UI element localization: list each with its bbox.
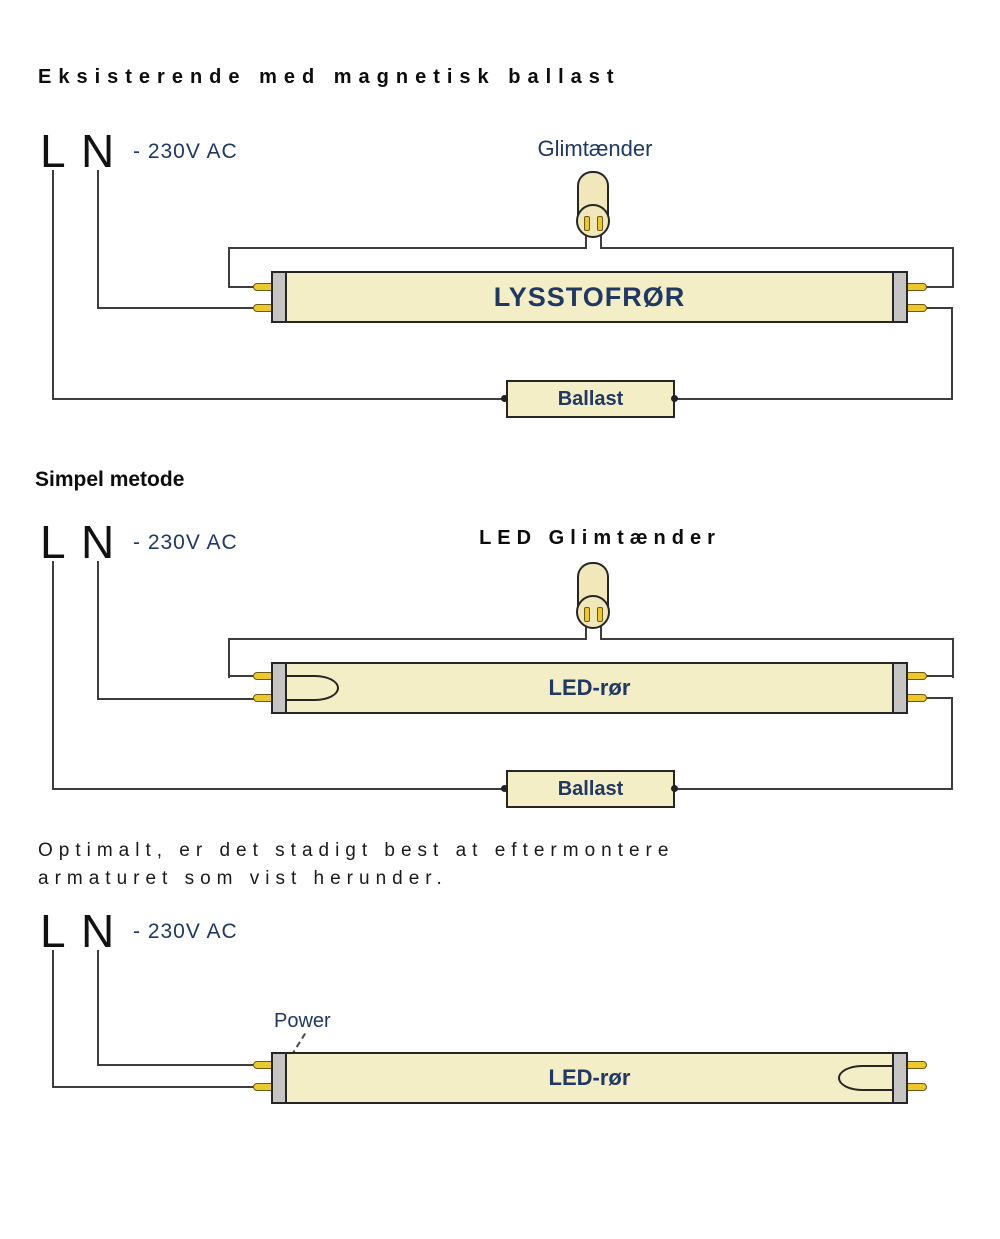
connection-dot: [501, 785, 508, 792]
led-tube: LED-rør: [285, 662, 894, 714]
ballast-label: Ballast: [557, 387, 624, 410]
wire: [52, 950, 54, 1088]
connection-dot: [671, 395, 678, 402]
wire: [952, 247, 954, 288]
section2-title: Simpel metode: [35, 468, 185, 491]
neutral-terminal-label: N: [81, 516, 115, 568]
note-line2: armaturet som vist herunder.: [38, 868, 448, 889]
tube-internal-connector: [838, 1065, 892, 1091]
line-terminal-label: L: [40, 516, 66, 568]
wire: [924, 697, 953, 699]
wire: [585, 623, 587, 640]
line-terminal-label: L: [40, 905, 66, 957]
power-label: Power: [274, 1010, 331, 1032]
neutral-terminal-label: N: [81, 125, 115, 177]
starter-pin: [584, 607, 590, 622]
wire: [951, 307, 953, 400]
note-line1: Optimalt, er det stadigt best at eftermo…: [38, 840, 675, 861]
tube-label: LED-rør: [548, 1065, 631, 1090]
ballast-box: Ballast: [506, 770, 675, 808]
line-terminal-label: L: [40, 125, 66, 177]
wire: [52, 170, 54, 400]
tube-cap-right: [892, 662, 908, 714]
connection-dot: [501, 395, 508, 402]
starter-base: [576, 595, 610, 629]
wire: [228, 675, 257, 677]
wire: [924, 286, 954, 288]
neutral-terminal-label: N: [81, 905, 115, 957]
ballast-label: Ballast: [557, 777, 624, 800]
starter-pin: [584, 216, 590, 231]
wire: [228, 247, 587, 249]
starter-label: Glimtænder: [537, 136, 653, 161]
tube-label: LYSSTOFRØR: [493, 281, 686, 312]
tube-internal-connector: [285, 675, 339, 701]
wire: [600, 638, 954, 640]
section1-title: Eksisterende med magnetisk ballast: [38, 66, 621, 88]
wire: [97, 1064, 256, 1066]
wire: [952, 638, 954, 678]
fluorescent-tube: LYSSTOFRØR: [285, 271, 894, 323]
wire: [228, 638, 587, 640]
wire: [600, 232, 602, 249]
wire: [924, 307, 953, 309]
voltage-label: - 230V AC: [133, 140, 238, 163]
voltage-label: - 230V AC: [133, 531, 238, 554]
starter-pin: [597, 607, 603, 622]
wire: [673, 788, 953, 790]
wire: [97, 950, 99, 1066]
wire: [600, 247, 954, 249]
ballast-box: Ballast: [506, 380, 675, 418]
wire: [228, 247, 230, 288]
tube-cap-right: [892, 271, 908, 323]
wire: [52, 1086, 258, 1088]
wire: [228, 286, 257, 288]
voltage-label: - 230V AC: [133, 920, 238, 943]
wire: [951, 697, 953, 790]
starter-base: [576, 204, 610, 238]
wire: [52, 398, 508, 400]
starter-pin: [597, 216, 603, 231]
wire: [97, 307, 256, 309]
wire: [97, 170, 99, 309]
wire: [97, 561, 99, 700]
wire: [52, 788, 508, 790]
connection-dot: [671, 785, 678, 792]
led-starter-label: LED Glimtænder: [479, 527, 721, 549]
wire: [52, 561, 54, 790]
led-tube: LED-rør: [285, 1052, 894, 1104]
wire: [228, 638, 230, 678]
tube-cap-right: [892, 1052, 908, 1104]
wire: [585, 232, 587, 249]
wire: [600, 623, 602, 640]
tube-label: LED-rør: [548, 675, 631, 700]
wire: [924, 675, 954, 677]
wire: [97, 698, 256, 700]
wire: [673, 398, 953, 400]
